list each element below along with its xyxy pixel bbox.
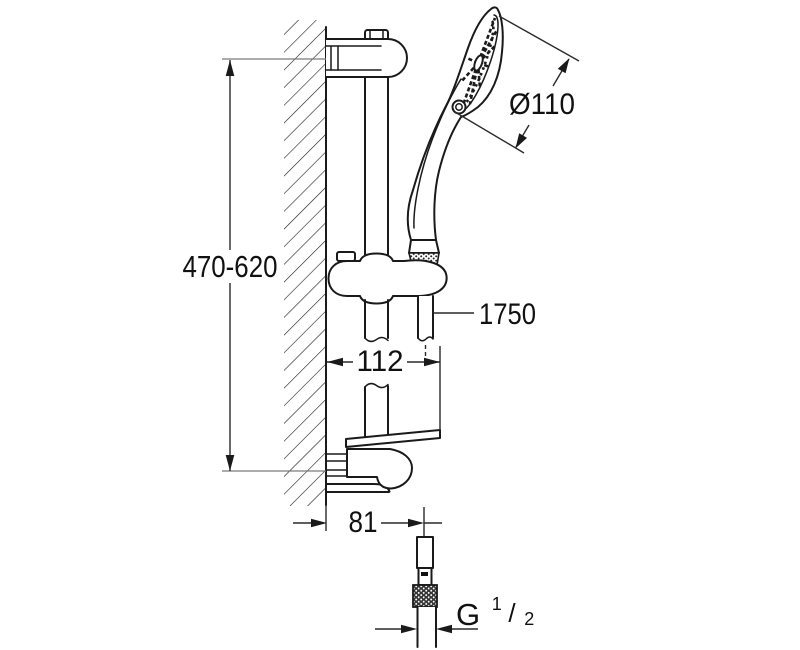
hose-break-line [417,336,434,342]
dimension-rail-length-extensions [222,58,326,472]
bracket-stub-lines [325,453,348,477]
arrowhead [311,518,327,528]
arrowhead-up [225,60,235,76]
shower-rail-upper [364,76,389,257]
arrowhead [408,518,424,528]
hand-shower [406,6,504,266]
shower-head-face [451,14,499,115]
dish-clamp-block [346,448,413,490]
bottom-wall-bracket [325,448,413,493]
arrowhead-down [225,455,235,471]
hose-fill [418,296,433,338]
shower-rail-lower [364,382,389,439]
thread-numerator: 1 [492,594,502,614]
hose-length-label: 1750 [479,298,536,331]
hose-tail-fill [418,607,435,647]
spray-hub [473,54,484,72]
arrowhead [515,133,527,149]
thread-denominator: 2 [524,609,534,629]
bracket-arm [326,38,408,78]
connector-body [416,536,434,569]
wall [284,20,327,506]
arrowhead [436,624,452,634]
logo-ring-outer [451,99,467,115]
bracket-projection-label: 81 [349,506,378,539]
dimension-thread-size: G 1 / 2 [375,582,534,634]
arrowhead-right [424,357,440,367]
rail-length-label: 470-620 [183,249,278,284]
thread-base: G [456,597,480,632]
handle-cone [408,239,440,254]
face-rim-line [461,14,499,112]
rail-break-line [364,382,389,389]
arrowhead [557,58,570,74]
extension-line [498,15,580,62]
rail-break-line [364,336,389,343]
dish-projection-label: 112 [357,345,404,378]
dimension-rail-length: 470-620 [183,60,278,471]
head-diameter-label: Ø110 [509,88,575,121]
nozzle-spokes [460,17,499,109]
shower-hose [417,295,434,359]
slider-holder [327,251,448,305]
logo-ring-inner [455,103,463,111]
dimension-dish-projection: 112 [327,345,441,430]
connector-marking [421,572,428,576]
dimension-hose-length: 1750 [433,298,536,331]
thread-slash: / [508,598,516,628]
arrowhead-left [327,357,343,367]
extension-line [454,111,525,154]
shower-rail-middle [364,299,389,343]
knurled-nut [412,584,438,608]
dimension-bracket-projection: 81 [293,505,442,539]
hand-shower-inner-line [413,78,462,229]
wall-hatching [284,20,326,506]
holder-lock-button [336,251,356,262]
thread-size-label: G 1 / 2 [456,582,534,632]
connector-neck [417,567,433,586]
dimension-head-diameter: Ø110 [454,15,580,154]
soap-dish [345,429,441,448]
hose-connector [412,536,438,648]
top-wall-bracket [325,29,408,78]
arrowhead [401,624,417,634]
